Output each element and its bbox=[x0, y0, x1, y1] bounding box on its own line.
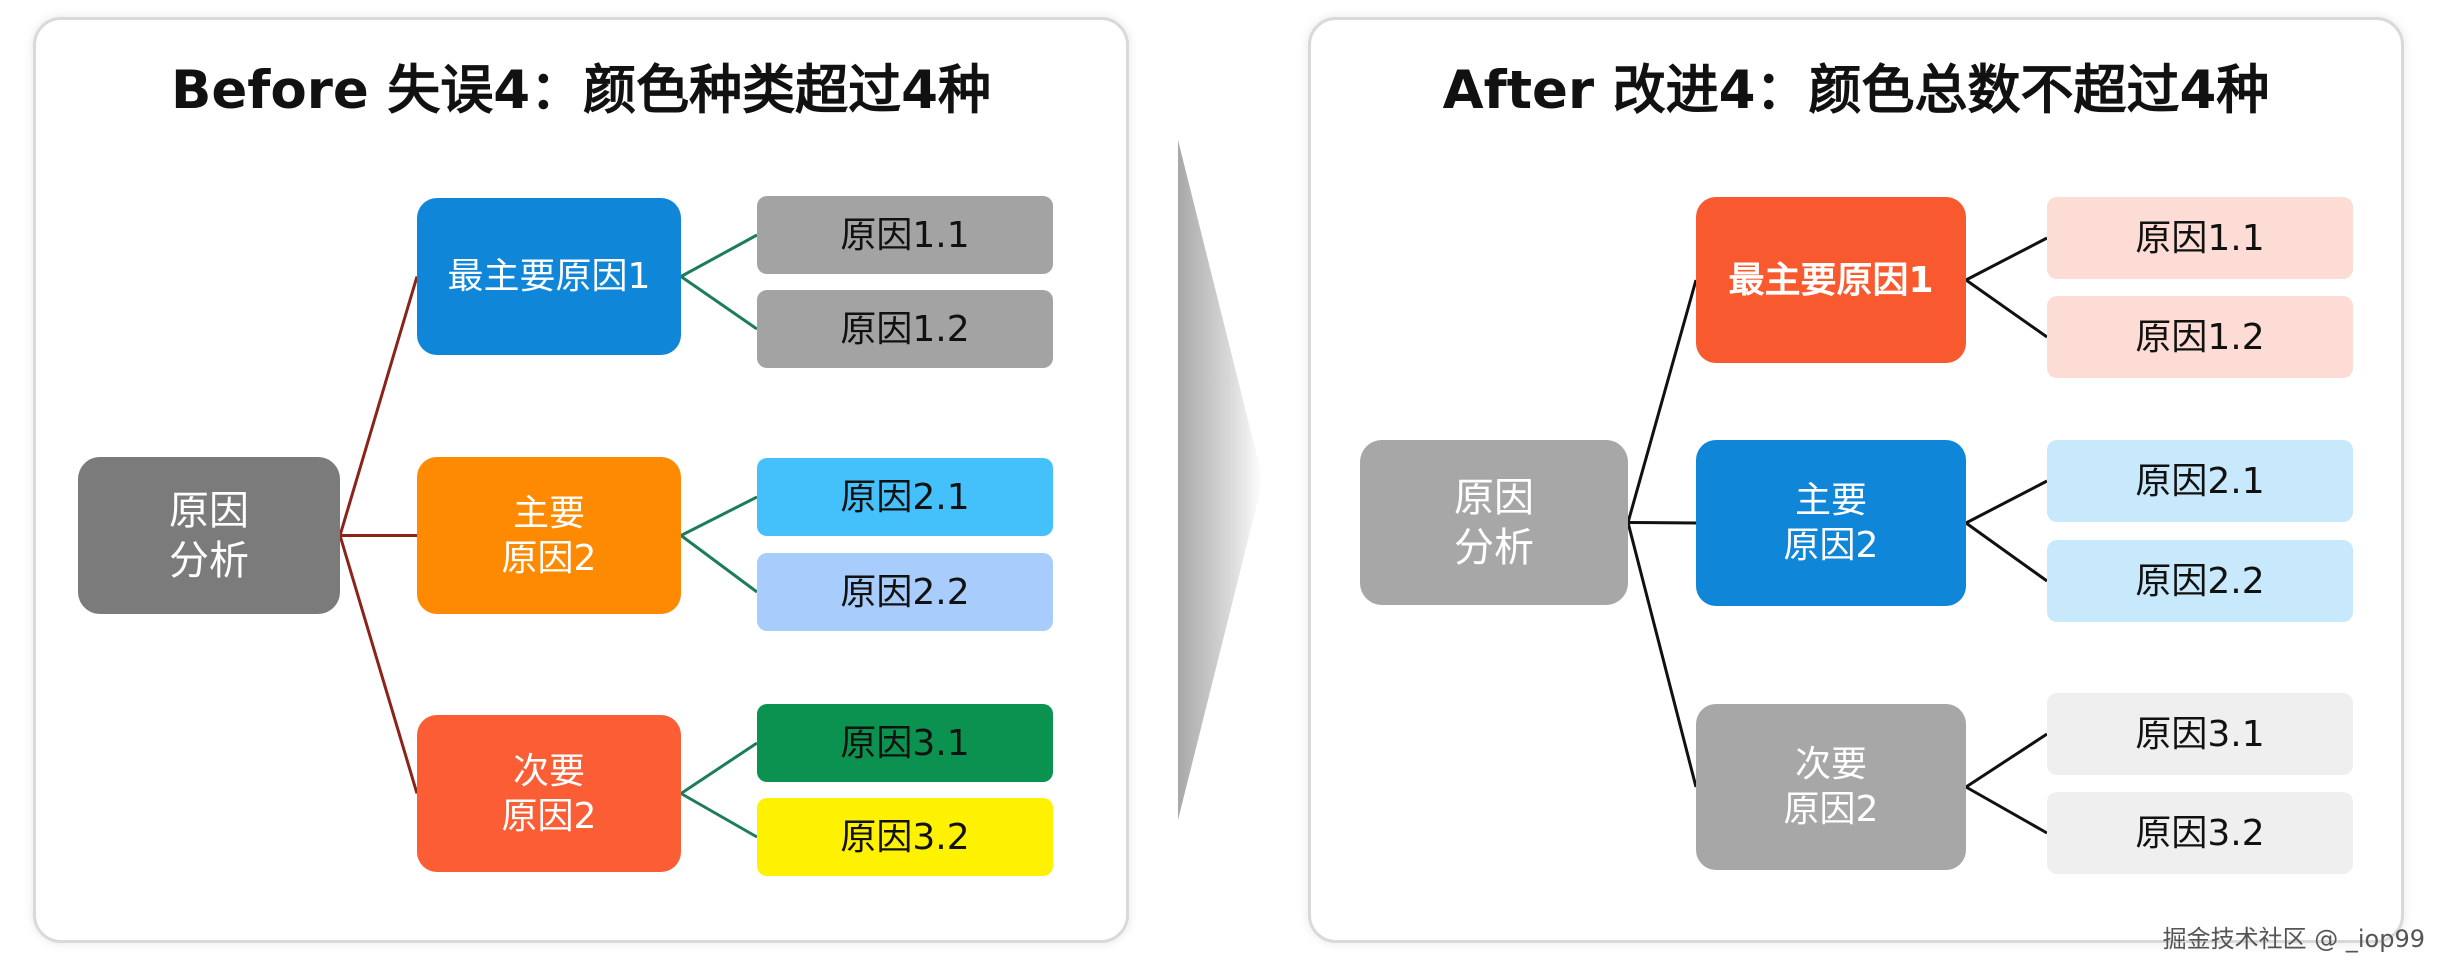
before-group-3-label: 次要 原因2 bbox=[501, 750, 597, 837]
after-leaf-3-2-label: 原因3.2 bbox=[2135, 812, 2265, 854]
after-connector-group-2-leaf-2 bbox=[1965, 521, 2048, 583]
after-group-3-node: 次要 原因2 bbox=[1696, 704, 1966, 870]
after-connector-group-1-leaf-1 bbox=[1965, 236, 2048, 282]
before-panel: Before 失误4：颜色种类超过4种 原因 分析 最主要原因1 主要 原因2 … bbox=[33, 17, 1129, 943]
before-leaf-2-1: 原因2.1 bbox=[757, 458, 1053, 536]
after-group-1-label: 最主要原因1 bbox=[1728, 259, 1934, 301]
after-group-1-node: 最主要原因1 bbox=[1696, 197, 1966, 363]
after-panel: After 改进4：颜色总数不超过4种 原因 分析 最主要原因1 主要 原因2 … bbox=[1308, 17, 2404, 943]
after-leaf-3-2: 原因3.2 bbox=[2047, 792, 2353, 874]
before-leaf-1-1: 原因1.1 bbox=[757, 196, 1053, 274]
before-leaf-1-2: 原因1.2 bbox=[757, 290, 1053, 368]
after-connector-group-3-leaf-2 bbox=[1965, 785, 2048, 835]
watermark: 掘金技术社区 @ _iop99 bbox=[2162, 925, 2425, 953]
before-connector-group-3-leaf-1 bbox=[680, 741, 758, 795]
after-leaf-2-1-label: 原因2.1 bbox=[2135, 460, 2265, 502]
after-connector-group-2-leaf-1 bbox=[1965, 479, 2048, 525]
before-group-3-node: 次要 原因2 bbox=[417, 715, 681, 872]
before-connector-group-1-leaf-2 bbox=[680, 275, 758, 331]
before-connector-group-3-leaf-2 bbox=[680, 792, 758, 839]
before-group-1-node: 最主要原因1 bbox=[417, 198, 681, 355]
after-connector-root-group-1 bbox=[1626, 279, 1698, 523]
after-connector-group-1-leaf-2 bbox=[1965, 278, 2048, 339]
before-leaf-2-1-label: 原因2.1 bbox=[840, 476, 970, 518]
after-connector-group-3-leaf-1 bbox=[1965, 732, 2048, 789]
before-group-2-node: 主要 原因2 bbox=[417, 457, 681, 614]
before-root-label: 原因 分析 bbox=[169, 487, 249, 584]
before-root-node: 原因 分析 bbox=[78, 457, 340, 614]
after-root-node: 原因 分析 bbox=[1360, 440, 1628, 605]
after-leaf-1-2: 原因1.2 bbox=[2047, 296, 2353, 378]
before-title: Before 失误4：颜色种类超过4种 bbox=[170, 60, 992, 121]
after-leaf-2-2: 原因2.2 bbox=[2047, 540, 2353, 622]
before-leaf-2-2-label: 原因2.2 bbox=[840, 571, 970, 613]
before-leaf-3-2: 原因3.2 bbox=[757, 798, 1053, 876]
after-leaf-1-2-label: 原因1.2 bbox=[2135, 316, 2265, 358]
after-group-2-label: 主要 原因2 bbox=[1783, 480, 1879, 566]
transition-arrow-icon bbox=[1178, 140, 1263, 820]
after-leaf-1-1-label: 原因1.1 bbox=[2135, 217, 2265, 259]
after-leaf-2-1: 原因2.1 bbox=[2047, 440, 2353, 522]
before-connector-root-group-3 bbox=[338, 535, 419, 794]
after-connectors bbox=[1626, 236, 2048, 835]
after-connector-root-group-3 bbox=[1626, 522, 1698, 788]
before-leaf-3-1: 原因3.1 bbox=[757, 704, 1053, 782]
after-leaf-3-1-label: 原因3.1 bbox=[2135, 713, 2265, 755]
before-leaf-2-2: 原因2.2 bbox=[757, 553, 1053, 631]
before-connector-group-2-leaf-2 bbox=[680, 534, 758, 594]
after-title: After 改进4：颜色总数不超过4种 bbox=[1442, 60, 2270, 121]
before-leaf-1-1-label: 原因1.1 bbox=[840, 214, 970, 256]
before-connector-root-group-1 bbox=[338, 276, 419, 536]
after-root-label: 原因 分析 bbox=[1454, 474, 1534, 571]
before-leaf-1-2-label: 原因1.2 bbox=[840, 308, 970, 350]
before-leaf-3-1-label: 原因3.1 bbox=[840, 722, 970, 764]
before-connector-group-2-leaf-1 bbox=[680, 495, 758, 537]
before-connector-group-1-leaf-1 bbox=[680, 233, 758, 278]
before-group-2-label: 主要 原因2 bbox=[501, 492, 597, 579]
after-leaf-2-2-label: 原因2.2 bbox=[2135, 560, 2265, 602]
after-group-3-label: 次要 原因2 bbox=[1783, 744, 1879, 830]
after-leaf-3-1: 原因3.1 bbox=[2047, 693, 2353, 775]
after-connector-root-group-2 bbox=[1627, 521, 1697, 525]
after-group-2-node: 主要 原因2 bbox=[1696, 440, 1966, 606]
before-leaf-3-2-label: 原因3.2 bbox=[840, 816, 970, 858]
before-group-1-label: 最主要原因1 bbox=[447, 256, 651, 297]
before-connectors bbox=[338, 233, 758, 839]
after-leaf-1-1: 原因1.1 bbox=[2047, 197, 2353, 279]
